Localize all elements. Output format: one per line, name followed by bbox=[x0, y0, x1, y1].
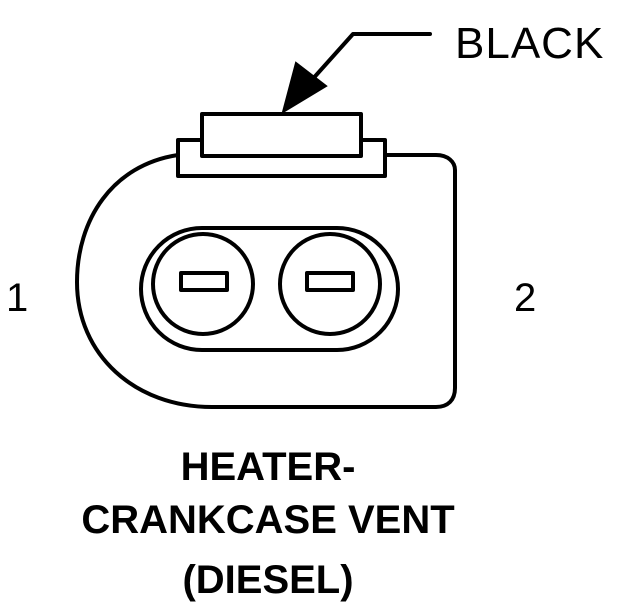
locking-tab bbox=[200, 112, 363, 158]
caption-line-3: (DIESEL) bbox=[182, 558, 354, 602]
color-callout-label: BLACK bbox=[455, 19, 605, 68]
connector-body bbox=[75, 153, 457, 409]
caption-line-1: HEATER- bbox=[180, 445, 356, 489]
callout-arrow-head bbox=[281, 61, 328, 115]
callout-leader-line bbox=[308, 32, 432, 84]
terminal-2-ring bbox=[278, 232, 382, 336]
terminal-1-blade bbox=[179, 271, 229, 292]
caption-line-2: CRANKCASE VENT bbox=[81, 498, 455, 542]
pin-number-2: 2 bbox=[514, 276, 537, 320]
terminal-2-blade bbox=[305, 271, 355, 292]
terminal-1-ring bbox=[151, 232, 255, 336]
terminal-cavity-bezel bbox=[139, 226, 400, 352]
pin-number-1: 1 bbox=[6, 276, 29, 320]
